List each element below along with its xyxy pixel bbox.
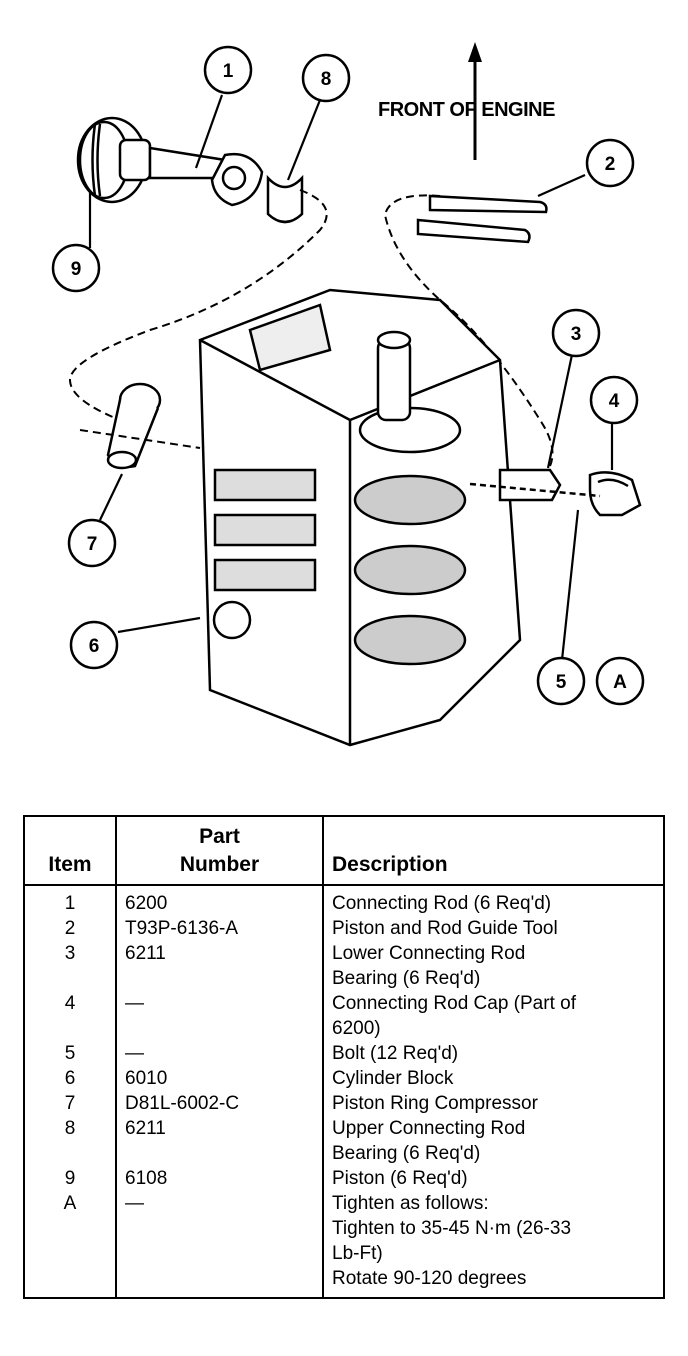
table-row: 2 T93P-6136-A Piston and Rod Guide Tool [24,915,664,941]
description-line: Upper Connecting Rod [332,1117,526,1139]
description-line: 6200) [332,1017,381,1039]
description-cell: Piston Ring Compressor [322,1090,664,1116]
description-cell: Connecting Rod (6 Req'd) [322,884,664,916]
description-line: Tighten to 35-45 N·m (26-33 [332,1217,572,1239]
part-number-cell: — [115,990,323,1041]
ring-compressor-drawing [106,382,162,470]
cylinder-block-drawing [198,288,522,747]
item-cell: 6 [64,1067,76,1089]
guide-tools-drawing [416,194,548,244]
callout-5: 5 [536,656,586,706]
engine-assembly-diagram: FRONT OF ENGINE [51,42,645,747]
table-row: 6 6010 Cylinder Block [24,1065,664,1091]
callout-9: 9 [51,243,101,293]
item-cell: 3 [64,942,76,964]
table-row: 5 — Bolt (12 Req'd) [24,1040,664,1066]
front-of-engine-label: FRONT OF ENGINE [378,99,555,121]
description-line: Bearing (6 Req'd) [332,1142,481,1164]
callout-4: 4 [589,375,639,425]
front-of-engine-arrow [468,42,482,160]
callout-6: 6 [69,620,119,670]
table-row: A — Tighten as follows: Tighten to 35-45 N·… [24,1190,664,1298]
header-part-number: Part Number [115,816,323,886]
description-line: Bearing (6 Req'd) [332,967,481,989]
callout-A: A [595,656,645,706]
svg-text:3: 3 [571,324,582,345]
callout-3: 3 [551,308,601,358]
item-cell: 7 [64,1092,76,1114]
description-cell: Piston and Rod Guide Tool [322,915,664,941]
description-line: Piston and Rod Guide Tool [332,917,558,939]
part-number-cell: 6108 [115,1165,323,1191]
description-line: Piston (6 Req'd) [332,1167,468,1189]
description-line: Cylinder Block [332,1067,454,1089]
svg-text:7: 7 [87,534,98,555]
description-line: Connecting Rod (6 Req'd) [332,892,552,914]
item-cell: 4 [64,992,76,1014]
description-cell: Connecting Rod Cap (Part of 6200) [322,990,664,1041]
description-cell: Tighten as follows: Tighten to 35-45 N·m … [322,1190,664,1298]
description-line: Tighten as follows: [332,1192,489,1214]
svg-text:1: 1 [223,61,234,82]
description-line: Bolt (12 Req'd) [332,1042,459,1064]
part-number-cell: T93P-6136-A [115,915,323,941]
header-description: Description [322,816,664,886]
callout-7: 7 [67,518,117,568]
callout-8: 8 [301,53,351,103]
item-cell: 2 [64,917,76,939]
table-header-row: Item Part Number Description [24,816,664,886]
description-line: Connecting Rod Cap (Part of [332,992,576,1014]
description-cell: Cylinder Block [322,1065,664,1091]
part-number-cell: 6211 [115,1115,323,1166]
description-cell: Piston (6 Req'd) [322,1165,664,1191]
svg-text:A: A [613,672,627,693]
svg-text:8: 8 [321,69,332,90]
item-cell: A [63,1192,77,1214]
svg-text:4: 4 [609,391,620,412]
rod-cap-drawing [469,468,642,517]
svg-text:6: 6 [89,636,100,657]
table-row: 7 D81L-6002-C Piston Ring Compressor [24,1090,664,1116]
description-cell: Bolt (12 Req'd) [322,1040,664,1066]
table-row: 1 6200 Connecting Rod (6 Req'd) [24,884,664,916]
svg-text:2: 2 [605,154,616,175]
part-number-cell: D81L-6002-C [115,1090,323,1116]
leader-lines [88,94,614,661]
part-number-cell: 6200 [115,884,323,916]
item-cell: 8 [64,1117,76,1139]
description-line: Rotate 90-120 degrees [332,1267,527,1289]
svg-text:9: 9 [71,259,82,280]
table-row: 4 — Connecting Rod Cap (Part of 6200) [24,990,664,1041]
item-cell: 9 [64,1167,76,1189]
part-number-cell: — [115,1040,323,1066]
svg-text:5: 5 [556,672,567,693]
item-cell: 1 [64,892,76,914]
part-number-cell: — [115,1190,323,1298]
part-number-cell: 6010 [115,1065,323,1091]
compressor-guide-line [79,429,201,449]
upper-bearing-drawing [266,174,304,224]
parts-table-body: 1 6200 Connecting Rod (6 Req'd) 2 T93P-6136-… [24,884,664,1298]
tool-guide-line [383,194,554,471]
item-cell: 5 [64,1042,76,1064]
header-item: Item [24,816,116,886]
table-row: 9 6108 Piston (6 Req'd) [24,1165,664,1191]
callout-1: 1 [203,45,253,95]
callout-2: 2 [585,138,635,188]
part-number-cell: 6211 [115,940,323,991]
description-line: Lb-Ft) [332,1242,383,1264]
description-line: Piston Ring Compressor [332,1092,538,1114]
piston-and-rod-drawing [76,116,264,207]
assembly-guide-line [68,189,328,421]
description-line: Lower Connecting Rod [332,942,526,964]
